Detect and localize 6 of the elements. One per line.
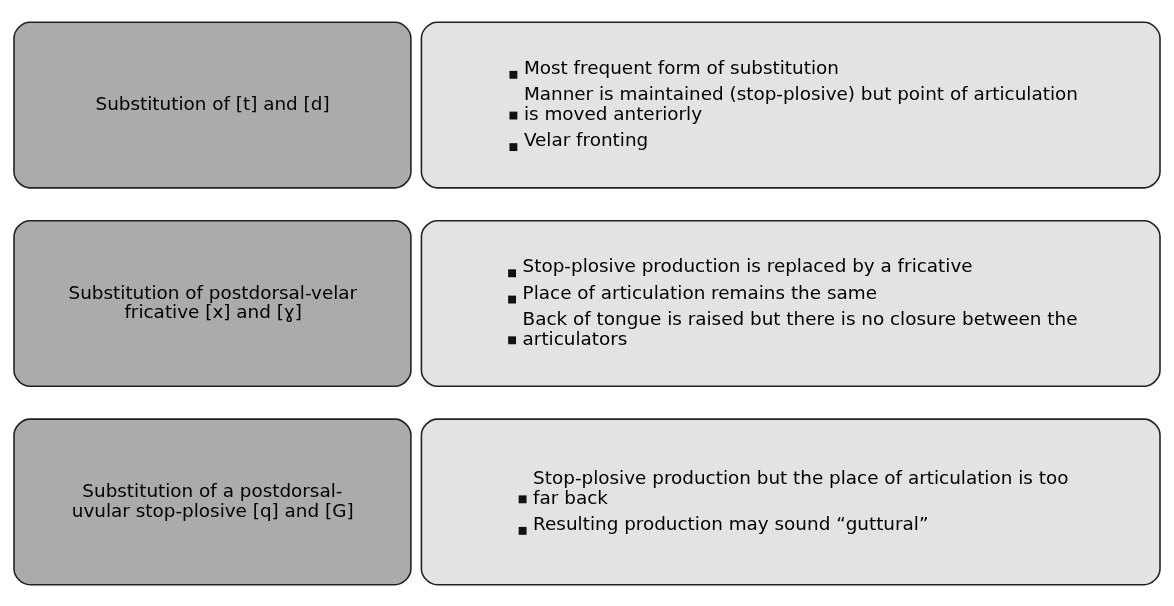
node-box: Substitution of postdorsal-velar fricative [x] and [ɣ] — [13, 219, 412, 387]
node-box: Substitution of a postdorsal-uvular stop-plosive [q] and [G] — [13, 417, 412, 586]
node-box: Stop-plosive production is replaced by a fricative Place of articulation remains the same Back of tongue is raised but there is no closure between the articulators — [420, 219, 1161, 387]
node-box: Stop-plosive production but the place of articulation is too far back Resulting production may sound “guttural” — [420, 417, 1161, 586]
node-box: Most frequent form of substitution Manner is maintained (stop-plosive) but point of articulation is moved anteriorly Velar fronting — [420, 20, 1161, 189]
node-box: Substitution of [t] and [d] — [13, 20, 412, 189]
